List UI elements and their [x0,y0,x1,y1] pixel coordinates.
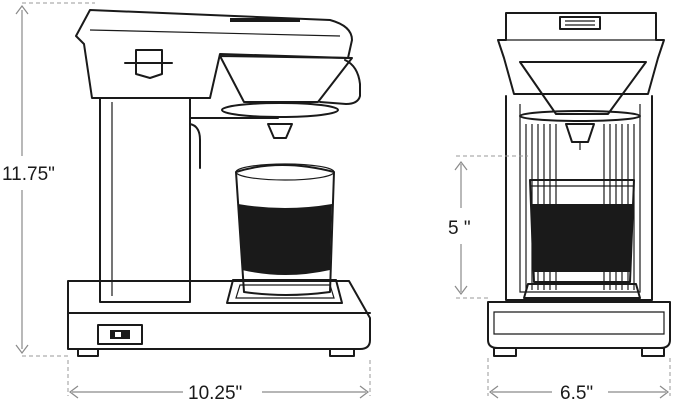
side-foot-right [329,348,355,357]
width-front-arrow-right [659,385,669,399]
front-view [487,12,671,357]
width-front-arrow-left [489,385,499,399]
side-spout [267,123,293,139]
height-arrow-bottom [15,344,29,354]
side-drip-plate [221,102,339,118]
side-cup [235,164,335,296]
front-column-frame [505,95,653,301]
height-label: 11.75" [2,164,55,185]
cup-clearance-dimension: 5 " [448,155,528,299]
front-base [487,301,671,349]
side-hotplate [226,279,343,304]
side-arm-curve [189,123,201,169]
side-lid-vent [230,18,300,22]
side-view [67,9,371,357]
width-front-label: 6.5" [560,383,593,404]
side-base [67,280,371,350]
front-lid-vent [559,16,601,30]
front-base-panel [493,311,665,335]
width-side-label: 10.25" [188,383,242,404]
side-filter-handle [319,59,361,105]
clearance-arrow-top [454,161,468,171]
front-filter-basket [519,61,647,115]
side-lid-seam [89,29,341,37]
front-drip-plate [519,110,641,122]
width-side-dimension: 10.25" [67,360,371,404]
side-cup-rim [235,163,335,181]
side-hotplate-inner [235,284,335,299]
side-filter-basket [219,55,353,103]
front-foot-left [493,347,517,357]
height-arrow-top [15,5,29,15]
height-dimension: 11.75" [2,2,95,357]
front-spout [565,123,595,143]
width-side-arrow-right [359,385,369,399]
front-hotplate [523,283,641,299]
power-switch-rocker [115,332,121,337]
width-side-arrow-left [69,385,79,399]
width-front-dimension: 6.5" [487,358,671,404]
water-level-window [135,49,163,79]
clearance-arrow-bottom [454,285,468,295]
side-column [99,97,191,303]
front-foot-right [641,347,665,357]
side-foot-left [77,348,99,357]
power-switch-housing [97,324,143,345]
side-cup-sleeve [238,204,332,275]
front-cup-sleeve [531,204,633,272]
clearance-label: 5 " [448,218,471,239]
side-reservoir [75,9,353,99]
front-column-inner [519,104,641,293]
